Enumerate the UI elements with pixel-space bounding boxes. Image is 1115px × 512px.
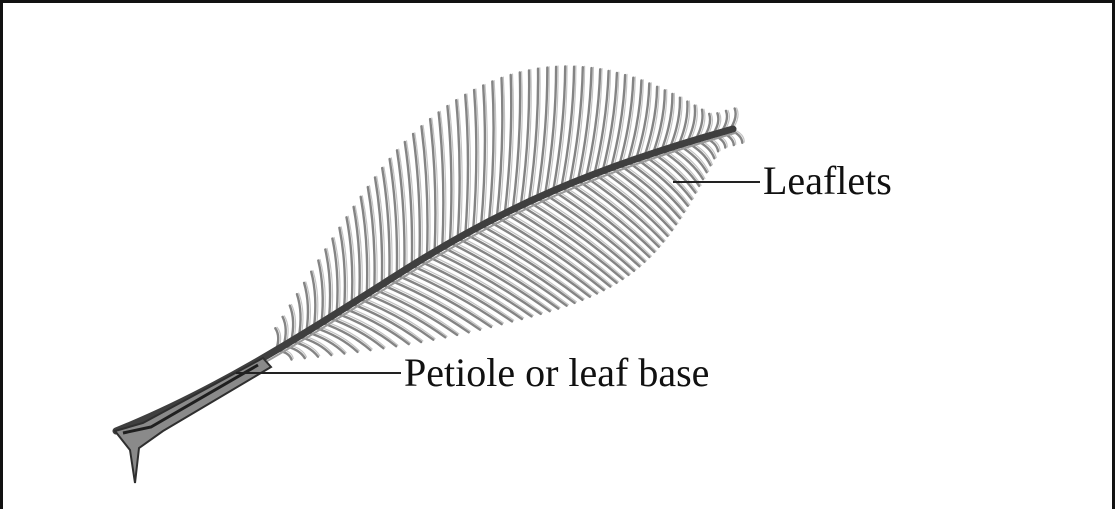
leaflet [481,86,485,226]
petiole-label: Petiole or leaf base [404,353,709,393]
leaflet [297,294,301,336]
leaflet [513,72,520,209]
leaflet [322,323,371,351]
leaflet [314,327,358,352]
leaflet [670,148,703,179]
leaflet [389,280,480,330]
leaflet [465,95,468,234]
leaflet [611,168,676,224]
leaflet [290,306,293,342]
leaflet [405,142,412,266]
leaflet [304,283,308,332]
leaflets-label: Leaflets [763,161,892,201]
leaflet [645,156,692,199]
leaf-illustration [3,3,1115,512]
leaflet [456,100,459,238]
leaflet [505,75,511,213]
leaflet [473,90,476,230]
